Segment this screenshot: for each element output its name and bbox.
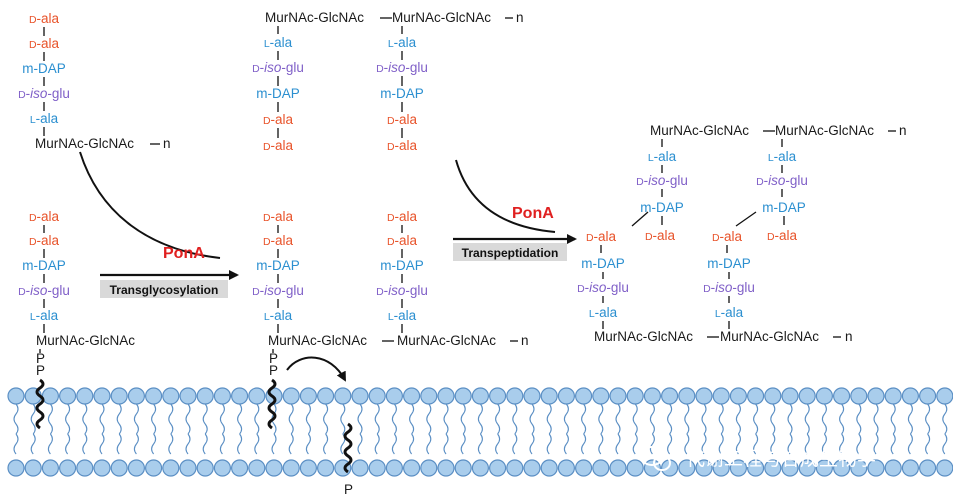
right-top-n: n — [899, 123, 907, 138]
mid-top-stem-2-dala-3: D-ala — [387, 112, 418, 127]
mid-top-n: n — [516, 10, 524, 25]
transglycosylation-curved-arrow — [79, 151, 221, 259]
transpeptidation-box — [453, 243, 567, 261]
right-bottom-stem-1-dala: D-ala — [586, 229, 617, 244]
right-top-stem-2-lala: L-ala — [768, 149, 797, 164]
right-bottom-stem-1-dap: m-DAP — [581, 256, 625, 271]
mid-top-stem-2-dap-2: m-DAP — [380, 86, 424, 101]
right-bottom-stem-2-dap: m-DAP — [707, 256, 751, 271]
lipid2-bottom-dala-0: D-ala — [29, 209, 60, 224]
bond-lines — [39, 17, 896, 353]
mid-bottom-stem-1-glu-3: D-iso-glu — [252, 283, 304, 298]
lipid2-bottom-lala-4: L-ala — [30, 308, 59, 323]
mid-bottom-stem-2-glu-3: D-iso-glu — [376, 283, 428, 298]
lipid2-bottom-dap-2: m-DAP — [22, 258, 66, 273]
right-top-sugar-1: MurNAc-GlcNAc — [650, 123, 749, 138]
mid-bottom-n: n — [521, 333, 529, 348]
molecule-labels: D-alaD-alam-DAPD-iso-gluL-alaMurNAc-GlcN… — [18, 10, 906, 497]
right-bottom-stem-1-lala: L-ala — [589, 305, 618, 320]
mid-bottom-stem-1-dap-2: m-DAP — [256, 258, 300, 273]
lipid2-top-sugar: MurNAc-GlcNAc — [35, 136, 134, 151]
lipid2-bottom-p1: P — [36, 351, 45, 366]
lipid2-bottom-sugar: MurNAc-GlcNAc — [36, 333, 135, 348]
lipid2-bottom-p2: P — [36, 363, 45, 378]
right-top-stem-2-dap: m-DAP — [762, 200, 806, 215]
right-top-stem-1-dap: m-DAP — [640, 200, 684, 215]
mid-bottom-p1: P — [269, 351, 278, 366]
ponA-enzyme-label-2: PonA — [512, 205, 554, 222]
right-top-stem-1-dala: D-ala — [645, 228, 676, 243]
mid-top-stem-2-dala-4: D-ala — [387, 138, 418, 153]
mid-bottom-stem-2-dap-2: m-DAP — [380, 258, 424, 273]
watermark: 代谢工程与合成生物学 — [640, 446, 876, 471]
right-top-stem-1-glu: D-iso-glu — [636, 173, 688, 188]
transpeptidation-label: Transpeptidation — [462, 246, 559, 260]
mid-bottom-stem-1-dala-1: D-ala — [263, 233, 294, 248]
lipid-bilayer-membrane — [7, 387, 953, 477]
mid-bottom-stem-1-dala-0: D-ala — [263, 209, 294, 224]
lipid2-bottom-glu-3: D-iso-glu — [18, 283, 70, 298]
mid-top-stem-2-glu-1: D-iso-glu — [376, 60, 428, 75]
mid-top-stem-2-lala-0: L-ala — [388, 35, 417, 50]
lipid2-bottom-dala-1: D-ala — [29, 233, 60, 248]
transglycosylation-box — [100, 280, 228, 298]
mid-top-stem-1-glu-1: D-iso-glu — [252, 60, 304, 75]
right-bottom-stem-2-lala: L-ala — [715, 305, 744, 320]
watermark-text: 代谢工程与合成生物学 — [686, 448, 876, 470]
lipid2-top-lala-4: L-ala — [30, 111, 59, 126]
right-bottom-stem-2-dala: D-ala — [712, 229, 743, 244]
right-bottom-n: n — [845, 329, 853, 344]
mid-bottom-stem-1-lala-4: L-ala — [264, 308, 293, 323]
mid-bottom-sugar-2: MurNAc-GlcNAc — [397, 333, 496, 348]
mid-top-sugar-2: MurNAc-GlcNAc — [392, 10, 491, 25]
mid-bottom-stem-2-dala-0: D-ala — [387, 209, 418, 224]
lipid2-top-dala-0: D-ala — [29, 11, 60, 26]
mid-top-stem-1-dala-3: D-ala — [263, 112, 294, 127]
lipid2-top-glu-3: D-iso-glu — [18, 86, 70, 101]
right-bottom-stem-1-glu: D-iso-glu — [577, 280, 629, 295]
lipid2-top-n: n — [163, 136, 171, 151]
lipid2-top-dap-2: m-DAP — [22, 61, 66, 76]
right-top-stem-1-lala: L-ala — [648, 149, 677, 164]
wechat-icon — [640, 446, 671, 471]
lipid2-top-dala-1: D-ala — [29, 36, 60, 51]
right-top-stem-2-glu: D-iso-glu — [756, 173, 808, 188]
right-top-stem-2-dala: D-ala — [767, 228, 798, 243]
released-lipid-p: P — [344, 482, 353, 497]
mid-bottom-stem-2-dala-1: D-ala — [387, 233, 418, 248]
ponA-enzyme-label-1: PonA — [163, 245, 205, 262]
mid-bottom-sugar-1: MurNAc-GlcNAc — [268, 333, 367, 348]
right-top-sugar-2: MurNAc-GlcNAc — [775, 123, 874, 138]
flip-arrow — [286, 356, 346, 382]
transpeptidation-curved-arrow — [455, 159, 556, 233]
right-bottom-sugar-1: MurNAc-GlcNAc — [594, 329, 693, 344]
mid-top-stem-1-dap-2: m-DAP — [256, 86, 300, 101]
transglycosylation-label: Transglycosylation — [110, 283, 219, 297]
mid-top-stem-1-lala-0: L-ala — [264, 35, 293, 50]
mid-bottom-stem-2-lala-4: L-ala — [388, 308, 417, 323]
right-bottom-sugar-2: MurNAc-GlcNAc — [720, 329, 819, 344]
mid-bottom-p2: P — [269, 363, 278, 378]
mid-top-sugar-1: MurNAc-GlcNAc — [265, 10, 364, 25]
lipid-carriers — [35, 378, 353, 474]
mid-top-stem-1-dala-4: D-ala — [263, 138, 294, 153]
right-bottom-stem-2-glu: D-iso-glu — [703, 280, 755, 295]
